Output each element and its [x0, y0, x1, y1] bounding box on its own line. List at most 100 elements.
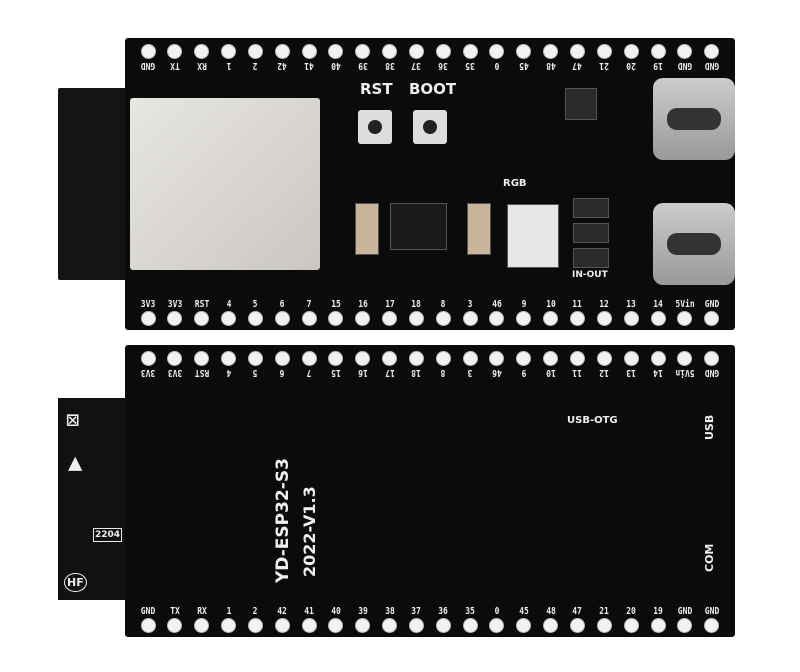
pin-hole — [274, 44, 290, 59]
header-pin: RST — [191, 298, 213, 326]
rst-button[interactable] — [358, 110, 392, 144]
pin-label: GND — [704, 60, 719, 71]
pin-hole — [543, 351, 559, 366]
header-pin: GND — [137, 44, 159, 72]
pin-hole — [596, 351, 612, 366]
pin-hole — [328, 351, 344, 366]
header-pin: GND — [674, 605, 696, 633]
pin-label: 46 — [492, 299, 502, 310]
header-pin: RX — [191, 44, 213, 72]
pin-label: 40 — [331, 60, 341, 71]
pin-hole — [140, 44, 156, 59]
pin-label: 41 — [304, 606, 314, 617]
pin-hole — [435, 618, 451, 633]
pin-label: 37 — [411, 60, 422, 71]
pin-hole — [435, 44, 451, 59]
pin-hole — [221, 311, 237, 326]
header-pin: 39 — [352, 605, 374, 633]
pin-label: 8 — [440, 299, 446, 310]
header-pin: 2 — [244, 44, 266, 72]
pin-label: 4 — [226, 367, 231, 378]
header-pin: 3V3 — [137, 351, 159, 379]
header-pin: 35 — [459, 605, 481, 633]
pin-label: 5Vin — [675, 299, 695, 310]
pin-hole — [140, 351, 156, 366]
pin-label: 6 — [279, 299, 285, 310]
pin-label: GND — [677, 606, 693, 617]
pin-hole — [677, 351, 693, 366]
pin-hole — [167, 351, 183, 366]
pin-label: 21 — [599, 606, 610, 617]
pin-hole — [382, 44, 398, 59]
pin-label: GND — [704, 299, 719, 310]
pin-label: 48 — [545, 60, 556, 71]
header-pin: 1 — [218, 44, 240, 72]
header-pin: TX — [164, 44, 186, 72]
header-pin: 18 — [405, 298, 427, 326]
header-pin: 42 — [271, 44, 293, 72]
header-pin: 16 — [352, 298, 374, 326]
header-pin: 36 — [432, 44, 454, 72]
header-pin: 3V3 — [164, 351, 186, 379]
pin-label: 19 — [653, 606, 663, 617]
pin-label: GND — [140, 606, 156, 617]
header-pin: 40 — [325, 605, 347, 633]
diode — [573, 198, 609, 218]
header-pin: 46 — [486, 351, 508, 379]
header-pin: 11 — [567, 351, 589, 379]
pin-hole — [167, 618, 183, 633]
header-pin: 11 — [567, 298, 589, 326]
header-pin: 0 — [486, 44, 508, 72]
usb-c-port-com[interactable] — [653, 203, 735, 285]
boot-button[interactable] — [413, 110, 447, 144]
pin-label: 41 — [304, 60, 314, 71]
pin-hole — [704, 351, 720, 366]
pin-label: 37 — [411, 606, 422, 617]
pin-hole — [301, 311, 317, 326]
header-pin: 48 — [540, 605, 562, 633]
header-pin: 7 — [298, 351, 320, 379]
pin-label: 47 — [572, 606, 583, 617]
rgb-label: RGB — [503, 178, 527, 189]
label-sticker-tab: HF 2204 ⊠ ▲ — [58, 398, 126, 600]
pin-hole — [167, 44, 183, 59]
pin-hole — [435, 311, 451, 326]
pin-label: 5 — [252, 299, 258, 310]
pin-label: 1 — [226, 60, 231, 71]
header-pin: 5 — [244, 351, 266, 379]
header-pin: 42 — [271, 605, 293, 633]
pin-hole — [408, 351, 424, 366]
board-name: YD-ESP32-S3 — [273, 458, 293, 583]
pin-hole — [704, 44, 720, 59]
pin-label: 13 — [626, 299, 636, 310]
pin-label: 42 — [277, 606, 288, 617]
pin-hole — [194, 351, 210, 366]
header-pin: 36 — [432, 605, 454, 633]
pin-hole — [274, 311, 290, 326]
weee-bin-icon: ⊠ — [66, 408, 80, 433]
pin-label: 0 — [494, 606, 500, 617]
header-pin: 9 — [513, 351, 535, 379]
pin-hole — [382, 618, 398, 633]
header-pin: 17 — [379, 298, 401, 326]
header-pin: GND — [701, 351, 723, 379]
boot-label: BOOT — [409, 80, 457, 98]
pin-label: 12 — [599, 367, 610, 378]
pin-label: 12 — [599, 299, 610, 310]
pin-label: 1 — [226, 606, 231, 617]
date-code: 2204 — [93, 528, 123, 542]
header-pin: 39 — [352, 44, 374, 72]
diode — [573, 223, 609, 243]
header-pin: 3V3 — [137, 298, 159, 326]
hf-mark: HF — [64, 573, 87, 592]
usb-c-port-otg[interactable] — [653, 78, 735, 160]
pin-label: GND — [704, 606, 719, 617]
pin-label: 15 — [331, 299, 341, 310]
header-pin: 37 — [405, 605, 427, 633]
pin-hole — [570, 311, 585, 326]
pin-hole — [623, 618, 639, 633]
pin-hole — [516, 618, 532, 633]
pin-label: 20 — [626, 60, 636, 71]
